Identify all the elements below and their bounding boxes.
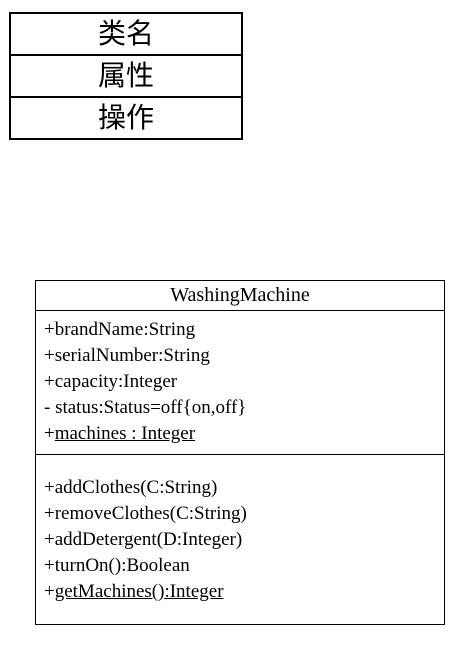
uml-class-box: WashingMachine +brandName:String +serial… [35,280,445,625]
attribute-brand-name: +brandName:String [44,319,196,340]
attributes-section: +brandName:String +serialNumber:String +… [36,311,444,455]
attribute-status: - status:Status=off{on,off} [44,397,247,418]
attribute-machines-static: +machines : Integer [44,423,196,444]
operations-section: +addClothes(C:String) +removeClothes(C:S… [36,455,444,605]
class-name: WashingMachine [36,281,444,311]
legend-operations-row: 操作 [11,96,241,138]
uml-legend-box: 类名 属性 操作 [9,12,243,140]
attribute-serial-number: +serialNumber:String [44,345,210,366]
operation-add-detergent: +addDetergent(D:Integer) [44,529,243,550]
operation-turn-on: +turnOn():Boolean [44,555,190,576]
operation-add-clothes: +addClothes(C:String) [44,477,218,498]
legend-class-name-row: 类名 [97,17,154,50]
legend-attributes-row: 属性 [11,54,241,96]
attribute-capacity: +capacity:Integer [44,371,178,392]
operation-get-machines-static: +getMachines():Integer [44,581,224,602]
operation-remove-clothes: +removeClothes(C:String) [44,503,247,524]
